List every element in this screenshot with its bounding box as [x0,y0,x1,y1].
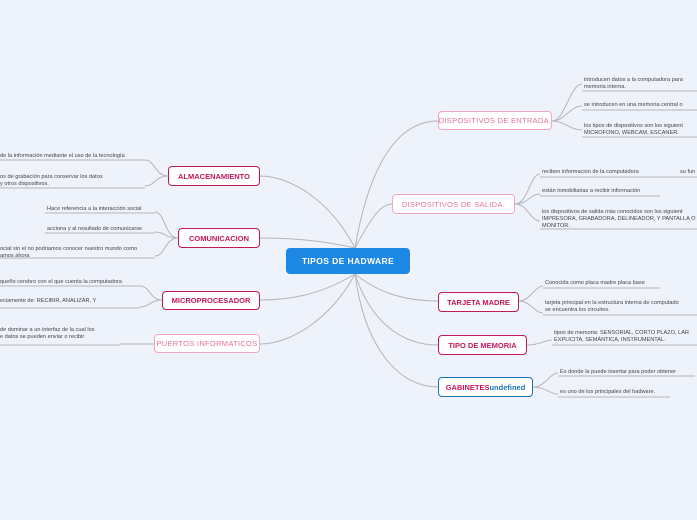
subtopic-text[interactable]: tarjeta principal en la estructura inter… [545,300,679,306]
subtopic-text[interactable]: amos ahora [0,253,30,259]
subtopic-text[interactable]: y otros dispositivos. [0,181,49,187]
subtopic-text[interactable]: de la información mediante el uso de la … [0,153,125,159]
subtopic-text[interactable]: los tipos de dispositivos son los siguie… [584,123,683,129]
subtopic-text[interactable]: eciamente de: RECIBIR, ANALIZAR, Y [0,298,97,304]
central-topic[interactable]: TIPOS DE HADWARE [286,248,410,274]
gabinetes-label: GABINETES [445,382,490,392]
subtopic-text[interactable]: introducen datos a la computadora para [584,77,683,83]
subtopic-text[interactable]: ocial sin el no podriamos conocer nuestr… [0,246,138,252]
topic-tipo-memoria[interactable]: TIPO DE MEMORIA [438,335,527,355]
gabinetes-undefined-label: undefined [489,382,526,392]
subtopic-text[interactable]: reciben informacion de la computadora [542,169,639,175]
subtopic-text[interactable]: están inmobiliarias a recibir informació… [542,188,641,194]
subtopic-text[interactable]: EXPLICITA, SEMÁNTICA, INSTRUMENTAL. [554,337,666,343]
subtopic-text[interactable]: es uno de los principales del hadware. [560,389,656,395]
subtopic-text[interactable]: de dominar a un interfaz de la cual los [0,327,95,333]
topic-tarjeta-madre[interactable]: TARJETA MADRE [438,292,519,312]
topic-dispositivos-entrada[interactable]: DISPOSITIVOS DE ENTRADA. [438,111,552,130]
subtopic-text[interactable]: Es donde la puede insertar para poder ob… [560,369,676,375]
topic-comunicacion[interactable]: COMUNICACION [178,228,260,248]
subtopic-text[interactable]: queño cerebro con el que cuenta la compu… [0,279,122,285]
topic-microprocesador[interactable]: MICROPROCESADOR [162,291,260,310]
subtopic-text[interactable]: su fun [680,169,696,175]
subtopic-text[interactable]: MICROFONO, WEBCAM, ESCANER. [584,130,679,136]
topic-puertos-informaticos[interactable]: PUERTOS INFORMATICOS [154,334,260,353]
subtopic-text[interactable]: IMPRESORA, GRABADORA, DELINEADOR, Y PANT… [542,216,696,222]
subtopic-text[interactable]: tipos de memoria: SENSORIAL, CORTO PLAZO… [554,330,690,336]
subtopic-text[interactable]: Hace referencia a la interacción social [47,206,142,212]
subtopic-text[interactable]: MONITOR. [542,223,570,229]
subtopic-text[interactable]: los dispositivos de salida más conocidos… [542,209,683,215]
topic-dispositivos-salida[interactable]: DISPOSITIVOS DE SALIDA. [392,194,515,214]
subtopic-text[interactable]: se encuentra los circuitos. [545,307,610,313]
subtopic-text[interactable]: e datos se pueden enviar o recibir [0,334,85,340]
subtopic-text[interactable]: Conocida como placa madre placa base [545,280,645,286]
topic-almacenamiento[interactable]: ALMACENAMIENTO [168,166,260,186]
subtopic-text[interactable]: acciona y al resultado de comunicarse [47,226,143,232]
subtopic-text[interactable]: se introducen en una memoria central o [584,102,683,108]
subtopic-text[interactable]: os de grabación para conservar los datos [0,174,103,180]
subtopic-text[interactable]: memoria interna. [584,84,626,90]
